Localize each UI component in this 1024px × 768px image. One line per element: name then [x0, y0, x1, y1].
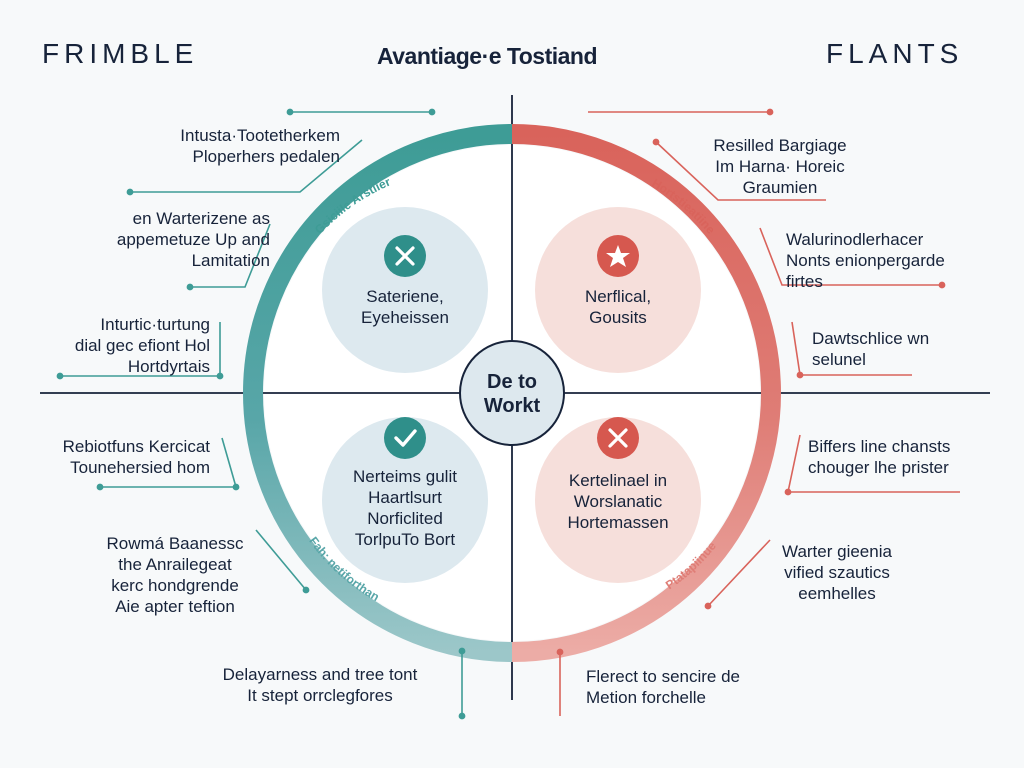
x-icon [597, 417, 639, 459]
left-brand-logo: FRIMBLE [42, 38, 199, 69]
bubble-top-right [535, 207, 701, 373]
star-icon [597, 235, 639, 277]
right-note-2: Walurinodlerhacer Nonts enionpergarde fi… [786, 230, 945, 291]
right-brand-logo: FLANTS [826, 38, 964, 69]
right-note-5: Warter gieenia vified szautics eemhelles [782, 542, 892, 603]
bubble-top-left [322, 207, 488, 373]
quadrant-bottom-right-label: Kertelinael in Worslanatic Hortemassen [567, 471, 669, 532]
center-label: De to Workt [457, 370, 567, 418]
quadrant-top-right-label: Nerflical, Gousits [584, 287, 652, 327]
page-title: Avantiage·e Tostiand [377, 43, 598, 69]
quadrant-top-left-label: Sateriene, Eyeheissen [361, 287, 449, 327]
right-note-6: Flerect to sencire de Metion forchelle [586, 667, 741, 707]
left-note-3: Inturtic·turtung dial gec efiont Hol Hor… [74, 315, 210, 376]
center-label-line1: De to [487, 371, 537, 393]
leader-lines-left [56, 108, 466, 720]
bubble-bottom-left [322, 417, 488, 583]
ring-right-half [511, 124, 781, 662]
check-icon [384, 417, 426, 459]
quadrant-bottom-left-label: Nerteims gulit Haartlsurt Norficlited To… [353, 467, 457, 549]
left-note-4: Rebiotfuns Kercicat Tounehersied hom [62, 437, 210, 477]
leader-lines-right [556, 108, 960, 716]
left-note-1: Intusta·Tootetherkem Ploperhers pedalen [180, 126, 340, 166]
x-icon [384, 235, 426, 277]
bubble-bottom-right [535, 417, 701, 583]
right-note-3: Dawtschlice wn selunel [812, 329, 930, 369]
left-note-2: en Warterizene as appemetuze Up and Lami… [116, 209, 270, 270]
left-note-6: Delayarness and tree tont It stept orrcl… [222, 665, 418, 705]
left-note-5: Rowmá Baanessc the Anrailegeat kerc hond… [106, 534, 244, 616]
center-circle [459, 340, 565, 446]
center-label-line2: Workt [483, 395, 541, 417]
right-note-1: Resilled Bargiage Im Harna· Horeic Graum… [713, 136, 847, 197]
ring-left-half [243, 124, 513, 662]
right-note-4: Biffers line chansts chouger lhe prister [808, 437, 951, 477]
